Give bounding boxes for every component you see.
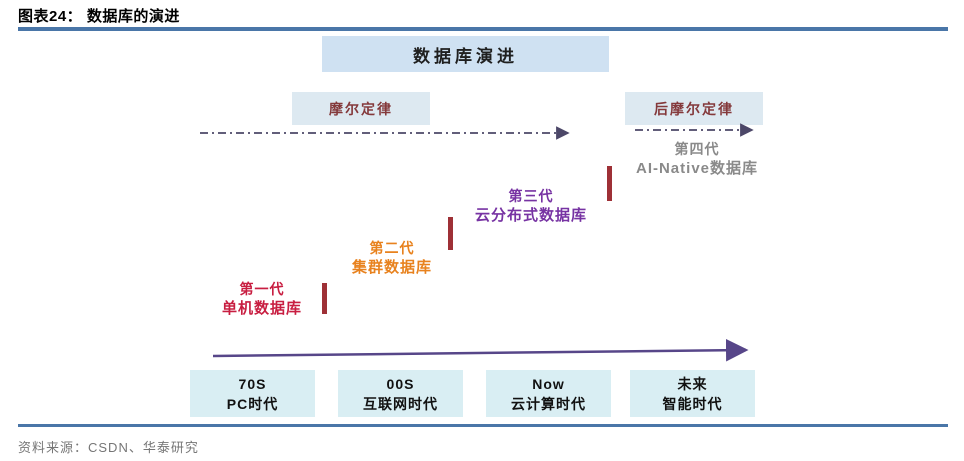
era-now-label: 云计算时代 — [511, 395, 586, 412]
timeline-arrow — [212, 338, 749, 362]
era-now-period: Now — [532, 375, 565, 392]
generation-4-label: 第四代 AI-Native数据库 — [607, 140, 787, 178]
moore-law-label: 摩尔定律 — [329, 100, 393, 117]
era-future-label: 智能时代 — [662, 395, 723, 412]
generation-4-name: 第四代 — [674, 141, 720, 157]
era-box-00s: 00S 互联网时代 — [338, 370, 463, 417]
generation-3-name: 第三代 — [508, 188, 554, 204]
diagram-title-box: 数据库演进 — [322, 36, 609, 72]
generation-1-text: 单机数据库 — [221, 300, 302, 317]
generation-3-label: 第三代 云分布式数据库 — [446, 187, 616, 225]
diagram-title: 数据库演进 — [413, 46, 518, 66]
generation-3-text: 云分布式数据库 — [474, 207, 587, 224]
source-note: 资料来源：CSDN、华泰研究 — [18, 440, 199, 455]
post-moore-law-label: 后摩尔定律 — [654, 100, 734, 117]
top-rule — [18, 27, 948, 31]
era-00s-label: 互联网时代 — [363, 395, 438, 412]
figure-caption: 图表24： 数据库的演进 — [18, 8, 180, 25]
era-70s-period: 70S — [238, 375, 267, 392]
era-box-future: 未来 智能时代 — [630, 370, 755, 417]
gen4-step-bar — [607, 166, 612, 201]
era-box-now: Now 云计算时代 — [486, 370, 611, 417]
gen3-step-bar — [448, 217, 453, 250]
moore-law-box: 摩尔定律 — [292, 92, 430, 125]
generation-1-label: 第一代 单机数据库 — [187, 280, 337, 318]
generation-2-name: 第二代 — [369, 240, 415, 256]
post-moore-law-box: 后摩尔定律 — [625, 92, 763, 125]
bottom-rule — [18, 424, 948, 427]
generation-4-text: AI-Native数据库 — [635, 160, 759, 177]
era-70s-label: PC时代 — [226, 395, 279, 412]
gen2-step-bar — [322, 283, 327, 314]
generation-2-label: 第二代 集群数据库 — [317, 239, 467, 277]
generation-2-text: 集群数据库 — [351, 259, 432, 276]
era-future-period: 未来 — [677, 375, 708, 392]
generation-1-name: 第一代 — [239, 281, 285, 297]
era-box-70s: 70S PC时代 — [190, 370, 315, 417]
era-00s-period: 00S — [386, 375, 415, 392]
